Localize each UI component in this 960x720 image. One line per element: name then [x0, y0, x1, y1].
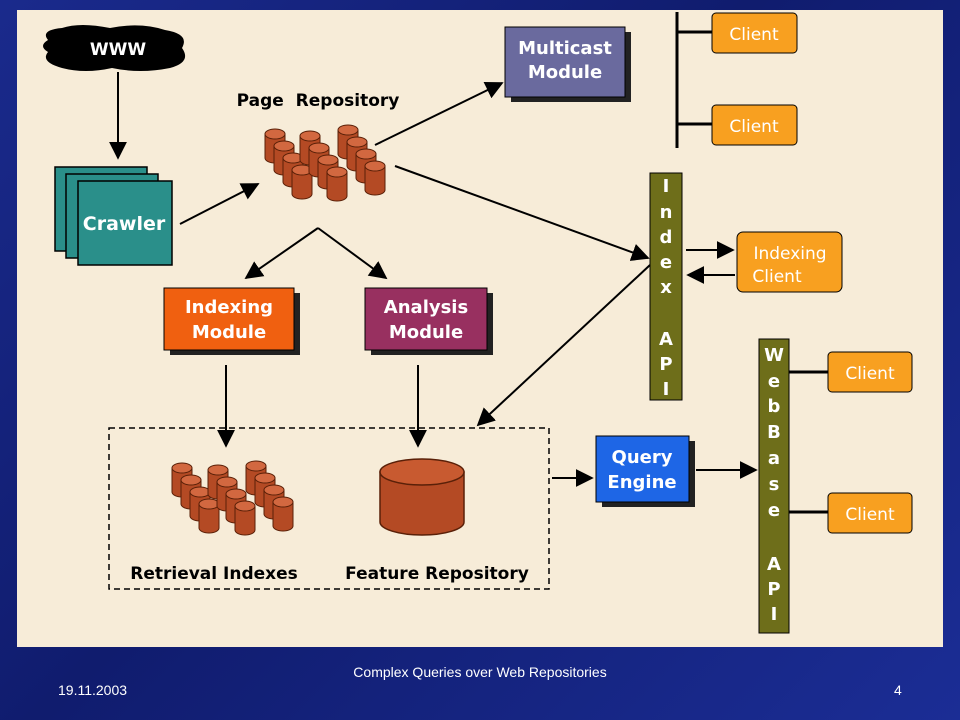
webbase-api-letter: b [768, 396, 781, 417]
webbase-api-letter: I [771, 604, 778, 625]
client-box-3: Client [827, 351, 913, 393]
indexing-client-box: Indexing Client [736, 231, 843, 293]
retrieval-indexes-cylinders [171, 460, 294, 536]
feature-repository-label: Feature Repository [345, 564, 529, 584]
index-api-letter: e [660, 252, 672, 273]
multicast-module-box: Multicast Module [504, 26, 631, 102]
www-label: WWW [90, 40, 147, 60]
indexing-client-label-line1: Indexing [753, 244, 826, 264]
retrieval-index-cylinder [272, 496, 294, 532]
footer-title: Complex Queries over Web Repositories [353, 664, 607, 680]
indexing-module-box: Indexing Module [163, 287, 300, 355]
analysis-module-label-line1: Analysis [384, 297, 468, 318]
page-repository-cylinders [264, 124, 386, 202]
retrieval-indexes-label: Retrieval Indexes [130, 564, 298, 584]
webbase-api-letter: a [768, 448, 780, 469]
webbase-api-letter: P [767, 579, 780, 600]
index-api-letter: A [659, 329, 673, 350]
client-label-3: Client [845, 364, 895, 384]
webbase-api-letter: e [768, 500, 780, 521]
client-label-2: Client [729, 117, 779, 137]
analysis-module-label-line2: Module [389, 322, 463, 343]
index-api-letter: I [663, 379, 670, 400]
footer-date: 19.11.2003 [58, 682, 128, 698]
indexing-client-label-line2: Client [752, 267, 802, 287]
crawler-box: Crawler [54, 166, 173, 266]
index-api-letter: d [660, 227, 673, 248]
flow-arrows [109, 72, 758, 487]
webbase-api-letter: B [767, 422, 781, 443]
analysis-module-box: Analysis Module [364, 287, 493, 355]
webbase-api-letter: A [767, 554, 781, 575]
retrieval-index-cylinder [234, 500, 256, 536]
webbase-api-letter: s [769, 474, 780, 495]
indexing-module-label-line2: Module [192, 322, 266, 343]
index-api-letter: n [660, 202, 673, 223]
query-engine-box: Query Engine [595, 435, 695, 507]
webbase-api-letter: W [764, 345, 784, 366]
webbase-api-letter: e [768, 371, 780, 392]
multicast-module-label-line2: Module [528, 62, 602, 83]
page-repository-cylinder [326, 166, 348, 202]
feature-repository-cylinder [379, 458, 465, 536]
storage-region [108, 427, 550, 590]
client-label-1: Client [729, 25, 779, 45]
www-cloud: WWW [43, 25, 186, 71]
query-engine-label-line2: Engine [607, 472, 676, 493]
index-api-letter: P [659, 354, 672, 375]
footer-page-number: 4 [894, 682, 902, 698]
crawler-label: Crawler [83, 213, 166, 235]
client-box-4: Client [827, 492, 913, 534]
query-engine-label-line1: Query [612, 447, 673, 468]
index-api-letter: I [663, 176, 670, 197]
page-repository-cylinder [364, 160, 386, 196]
indexing-module-label-line1: Indexing [185, 297, 273, 318]
client-label-4: Client [845, 505, 895, 525]
client-box-2: Client [711, 104, 798, 146]
retrieval-index-cylinder [198, 498, 220, 534]
page-repository-label: Page Repository [237, 91, 400, 111]
client-box-1: Client [711, 12, 798, 54]
index-api-letter: x [660, 277, 672, 298]
multicast-module-label-line1: Multicast [518, 38, 612, 59]
